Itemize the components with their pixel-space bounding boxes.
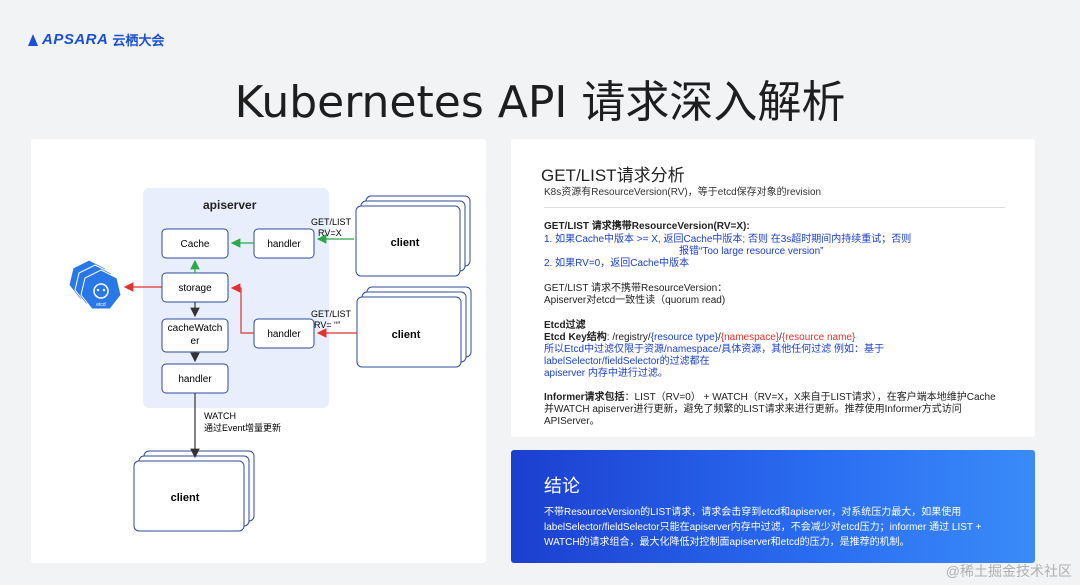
rv-heading: GET/LIST 请求携带ResourceVersion(RV=X): bbox=[544, 221, 750, 232]
architecture-diagram-panel: apiserver Cache handler storage cacheWat… bbox=[31, 139, 486, 563]
req2-label-1: GET/LIST bbox=[311, 309, 352, 319]
storage-label: storage bbox=[178, 283, 212, 294]
rv-item-1: 1. 如果Cache中版本 >= X, 返回Cache中版本; 否则 在3s超时… bbox=[544, 234, 912, 245]
logo-brand: APSARA bbox=[42, 31, 109, 48]
etcd-filter-line-1: 所以Etcd中过滤仅限于资源/namespace/具体资源，其他任何过滤 例如：… bbox=[544, 344, 885, 355]
page-title: Kubernetes API 请求深入解析 bbox=[234, 77, 846, 128]
cachewatcher-label-2: er bbox=[191, 336, 201, 347]
apsara-logo: APSARA 云栖大会 bbox=[28, 30, 164, 49]
informer-line-3: APIServer。 bbox=[544, 416, 600, 427]
client-bottom: client bbox=[133, 450, 255, 532]
norv-line-2: Apiserver对etcd一致性读（quorum read) bbox=[544, 295, 726, 306]
req2-label-2: RV= “” bbox=[314, 320, 340, 330]
etcd-key-prefix: : /registry/ bbox=[606, 332, 651, 343]
watermark: @稀土掘金技术社区 bbox=[945, 563, 1072, 579]
etcd-key-type: {resource type} bbox=[650, 332, 718, 343]
req1-label-2: RV=X bbox=[318, 228, 342, 238]
informer-line-1: Informer请求包括：LIST（RV=0） + WATCH（RV=X，X来自… bbox=[544, 392, 996, 404]
client-middle: client bbox=[356, 286, 472, 368]
arrow-handler-to-storage bbox=[230, 283, 254, 334]
etcd-filter-line-3: apiserver 内存中进行过滤。 bbox=[544, 368, 668, 379]
etcd-key-ns: {namespace} bbox=[720, 332, 780, 343]
analysis-divider bbox=[544, 207, 1005, 208]
etcd-key-label: Etcd Key结构 bbox=[544, 332, 607, 343]
handler-bottom-label: handler bbox=[178, 374, 212, 385]
watch-label-2: 通过Event增量更新 bbox=[204, 422, 281, 433]
norv-line-1: GET/LIST 请求不携带ResourceVersion： bbox=[544, 283, 728, 294]
watch-label-1: WATCH bbox=[204, 411, 236, 421]
analysis-subtitle: K8s资源有ResourceVersion(RV)，等于etcd保存对象的rev… bbox=[544, 187, 822, 198]
cachewatcher-label-1: cacheWatch bbox=[168, 323, 223, 334]
conclusion-title: 结论 bbox=[544, 476, 580, 496]
informer-label: Informer请求包括 bbox=[544, 392, 625, 403]
conclusion-text: 不带ResourceVersion的LIST请求，请求会击穿到etcd和apis… bbox=[544, 507, 982, 548]
analysis-title: GET/LIST请求分析 bbox=[541, 166, 685, 185]
cache-label: Cache bbox=[181, 239, 210, 250]
etcd-filter-line-2: labelSelector/fieldSelector的过滤都在 bbox=[544, 356, 710, 367]
client-top: client bbox=[355, 195, 471, 277]
informer-text-1: ：LIST（RV=0） + WATCH（RV=X，X来自于LIST请求），在客户… bbox=[624, 392, 996, 403]
architecture-diagram: apiserver Cache handler storage cacheWat… bbox=[68, 188, 472, 532]
req1-label-1: GET/LIST bbox=[311, 217, 352, 227]
etcd-key-name: {resource name} bbox=[781, 332, 856, 343]
handler-right-label: handler bbox=[267, 329, 301, 340]
client-bottom-label: client bbox=[171, 492, 200, 504]
client-top-label: client bbox=[391, 237, 420, 249]
informer-line-2: 并WATCH apiserver进行更新，避免了频繁的LIST请求来进行更新。推… bbox=[544, 404, 962, 415]
analysis-panel: GET/LIST请求分析 K8s资源有ResourceVersion(RV)，等… bbox=[511, 139, 1035, 437]
etcd-label: etcd bbox=[96, 302, 106, 308]
apiserver-label: apiserver bbox=[203, 198, 257, 212]
client-middle-label: client bbox=[392, 329, 421, 341]
etcd-key-line: Etcd Key结构: /registry/{resource type}/{n… bbox=[544, 332, 856, 343]
etcd-filter-heading: Etcd过滤 bbox=[544, 320, 586, 331]
logo-brand-cn: 云栖大会 bbox=[112, 33, 165, 48]
conclusion-panel: 结论 不带ResourceVersion的LIST请求，请求会击穿到etcd和a… bbox=[511, 450, 1035, 563]
handler-top-label: handler bbox=[267, 239, 301, 250]
etcd-icon: etcd bbox=[68, 259, 122, 310]
rv-item-1b: 报错“Too large resource version” bbox=[679, 246, 824, 257]
apsara-mark-icon bbox=[28, 33, 38, 46]
rv-item-2: 2. 如果RV=0，返回Cache中版本 bbox=[544, 258, 690, 269]
cache-box bbox=[161, 228, 229, 259]
